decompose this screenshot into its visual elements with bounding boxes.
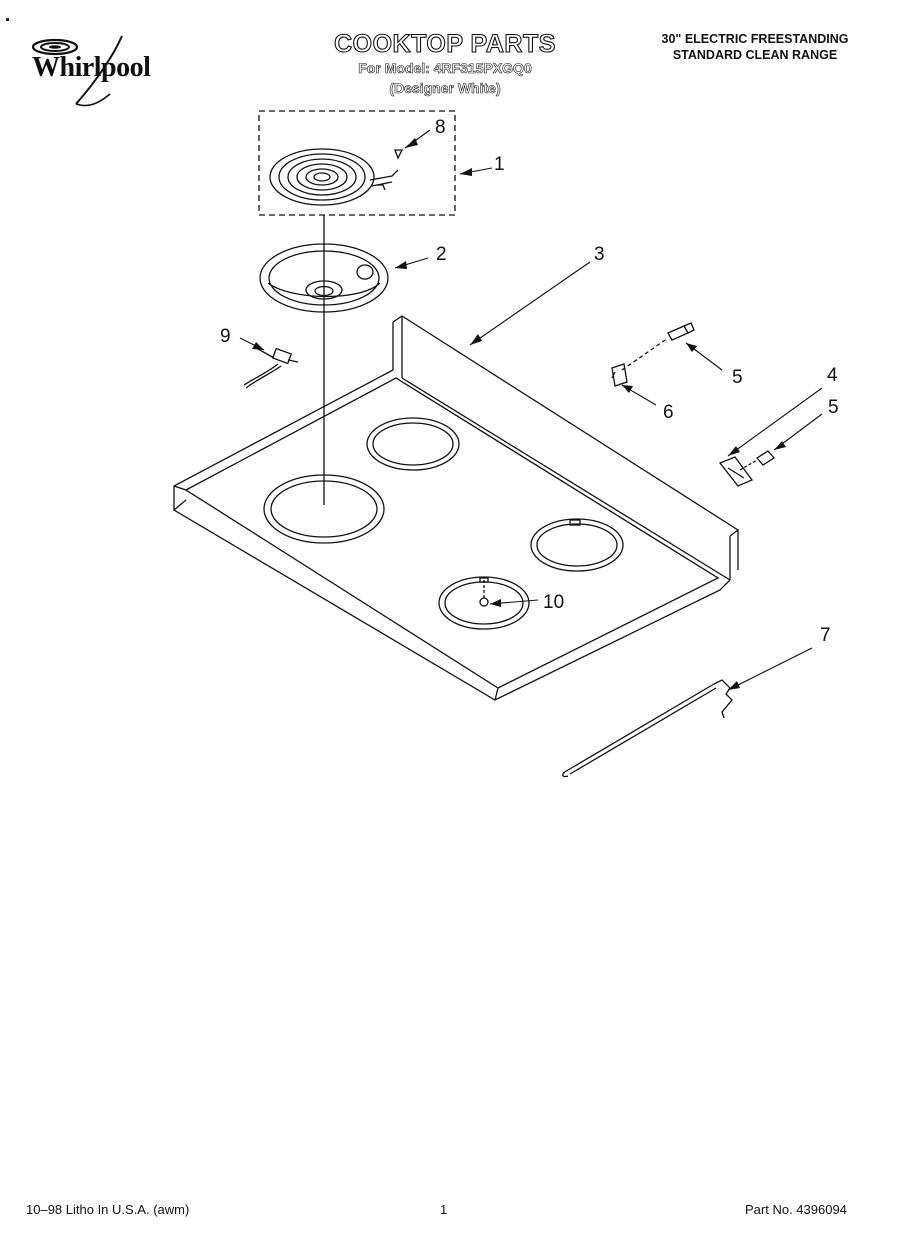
callout-7: 7	[820, 625, 831, 646]
callout-5-lower: 5	[828, 397, 839, 418]
leader-arrowheads	[252, 138, 786, 690]
range-type-line1: 30" ELECTRIC FREESTANDING	[661, 32, 849, 46]
burner-screw	[479, 580, 489, 607]
page-number: 1	[440, 1202, 448, 1217]
callout-2: 2	[436, 244, 447, 265]
print-info: 10–98 Litho In U.S.A. (awm)	[26, 1202, 190, 1217]
mounting-bracket	[718, 456, 754, 487]
range-type-line2: STANDARD CLEAN RANGE	[672, 48, 838, 62]
callout-5-upper: 5	[732, 367, 743, 388]
model-number: For Model: 4RF315PXGQ0	[358, 60, 532, 77]
corner-mark	[6, 18, 9, 21]
page-title: COOKTOP PARTS	[334, 29, 556, 58]
terminal-block-wire	[243, 347, 299, 389]
hinge-clip	[611, 363, 628, 387]
screw-upper	[621, 322, 695, 371]
cooktop-main-top	[173, 315, 740, 701]
screw-lower	[739, 450, 775, 471]
callout-3: 3	[594, 244, 605, 265]
brand-wordmark: Whirlpool	[32, 52, 151, 83]
callout-9: 9	[220, 326, 231, 347]
callout-6: 6	[663, 402, 674, 423]
callout-8: 8	[435, 117, 446, 138]
whirlpool-logo	[18, 34, 188, 114]
leader-lines	[239, 129, 823, 691]
finish-name: (Designer White)	[389, 80, 501, 97]
part-number: Part No. 4396094	[745, 1202, 847, 1217]
callout-1: 1	[494, 154, 505, 175]
callout-4: 4	[827, 365, 838, 386]
surface-element-assembly	[258, 110, 456, 216]
callout-10: 10	[543, 592, 564, 613]
support-rod	[562, 679, 733, 778]
